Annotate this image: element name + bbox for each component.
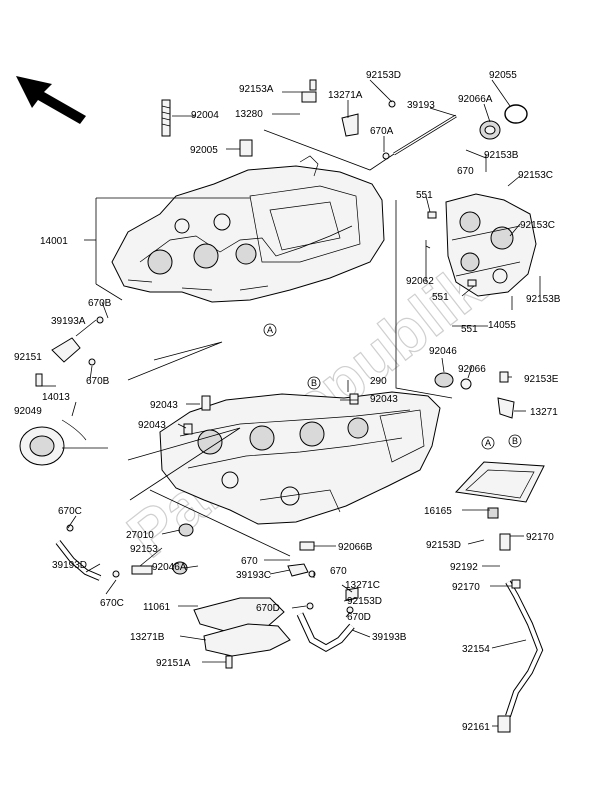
label-670B-1: 670B: [88, 298, 112, 309]
label-670D-1: 670D: [256, 603, 280, 614]
label-670B-2: 670B: [86, 376, 110, 387]
label-670-2: 670: [241, 556, 258, 567]
label-92153D-low: 92153D: [347, 596, 382, 607]
upper-crankcase-part[interactable]: [111, 155, 385, 303]
ref-marker-a-lower: A: [481, 436, 495, 450]
label-39193: 39193: [407, 100, 435, 111]
label-92153B-2: 92153B: [526, 294, 561, 305]
label-39193B: 39193B: [372, 632, 407, 643]
label-92043-2: 92043: [138, 420, 166, 431]
label-39193D: 39193D: [52, 560, 87, 571]
label-16165: 16165: [424, 506, 452, 517]
label-92153C-1: 92153C: [518, 170, 553, 181]
bearing-part[interactable]: [434, 372, 472, 390]
label-14001: 14001: [40, 236, 68, 247]
part-labels: 92153A 92153D 92055 13271A 39193 92066A …: [14, 70, 561, 733]
svg-text:A: A: [267, 325, 273, 335]
ref-marker-a-upper: A: [263, 323, 277, 337]
label-92170-1: 92170: [526, 532, 554, 543]
svg-text:A: A: [485, 438, 491, 448]
label-92066B: 92066B: [338, 542, 373, 553]
label-13280: 13280: [235, 109, 263, 120]
oil-pan-part[interactable]: [454, 461, 545, 519]
label-13271B: 13271B: [130, 632, 165, 643]
label-92004: 92004: [191, 110, 219, 121]
oil-seal-part[interactable]: [19, 426, 65, 466]
ref-marker-b-upper: B: [307, 376, 321, 390]
svg-text:B: B: [311, 378, 317, 388]
o-ring-part[interactable]: [504, 104, 528, 124]
label-551-b: 551: [432, 292, 449, 303]
label-13271A: 13271A: [328, 90, 363, 101]
label-670C-2: 670C: [100, 598, 124, 609]
label-92153C-2: 92153C: [520, 220, 555, 231]
label-92153D-top: 92153D: [366, 70, 401, 81]
label-27010: 27010: [126, 530, 154, 541]
label-11061: 11061: [143, 602, 171, 613]
label-92066: 92066: [458, 364, 486, 375]
label-92153A-top: 92153A: [239, 84, 274, 95]
label-92043-3: 92043: [370, 394, 398, 405]
label-92043-1: 92043: [150, 400, 178, 411]
label-39193A: 39193A: [51, 316, 86, 327]
plug-part[interactable]: [479, 120, 501, 140]
ref-marker-b-lower: B: [508, 434, 522, 448]
label-92153D-mid: 92153D: [426, 540, 461, 551]
label-92192: 92192: [450, 562, 478, 573]
label-92153E: 92153E: [524, 374, 559, 385]
label-92151: 92151: [14, 352, 42, 363]
svg-text:B: B: [512, 436, 518, 446]
leader-lines: [42, 79, 541, 727]
label-92153B-top: 92153B: [484, 150, 519, 161]
stud-bolt-part[interactable]: [161, 99, 171, 137]
front-direction-arrow-icon: [16, 76, 86, 124]
label-290: 290: [370, 376, 387, 387]
label-92049: 92049: [14, 406, 42, 417]
label-92062: 92062: [406, 276, 434, 287]
label-92161: 92161: [462, 722, 490, 733]
label-92046A: 92046A: [152, 562, 187, 573]
label-92151A: 92151A: [156, 658, 191, 669]
label-92153: 92153: [130, 544, 158, 555]
label-551-a: 551: [416, 190, 433, 201]
label-13271C: 13271C: [345, 580, 380, 591]
label-551-c: 551: [461, 324, 478, 335]
long-bolt-part[interactable]: [393, 114, 457, 156]
label-670D-2: 670D: [347, 612, 371, 623]
label-670: 670: [457, 166, 474, 177]
label-92170-2: 92170: [452, 582, 480, 593]
label-670A: 670A: [370, 126, 394, 137]
label-670C-1: 670C: [58, 506, 82, 517]
label-13271: 13271: [530, 407, 558, 418]
label-92005: 92005: [190, 145, 218, 156]
label-670-3: 670: [330, 566, 347, 577]
cover-plate-parts[interactable]: [193, 597, 291, 657]
lower-crankcase-part[interactable]: [159, 391, 441, 525]
crankcase-cover-part[interactable]: [445, 193, 537, 297]
label-92066A: 92066A: [458, 94, 493, 105]
label-14013: 14013: [42, 392, 70, 403]
label-92055: 92055: [489, 70, 517, 81]
small-bolts-and-dowels[interactable]: [35, 79, 521, 733]
label-39193C: 39193C: [236, 570, 271, 581]
label-92046: 92046: [429, 346, 457, 357]
label-32154: 32154: [462, 644, 490, 655]
label-14055: 14055: [488, 320, 516, 331]
